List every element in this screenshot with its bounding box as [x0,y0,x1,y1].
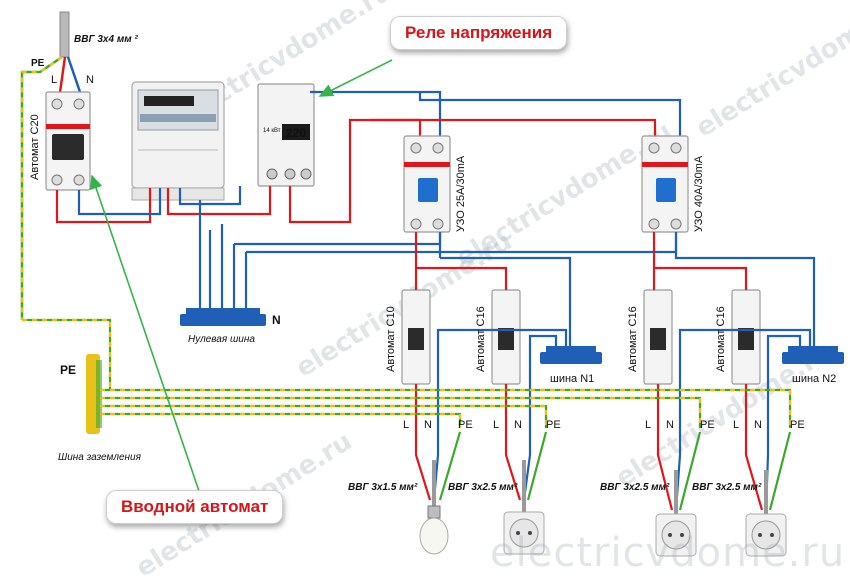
relay-arrow [318,59,393,97]
lamp-cable-label: ВВГ 3х1.5 мм² [348,482,418,493]
ground-bus-label: Шина заземления [58,452,142,463]
socket-3 [745,513,787,557]
socket2-cable-label: ВВГ 3х2.5 мм² [600,482,670,493]
group4-pe: PE [790,419,805,431]
neutral-bus-label: Нулевая шина [188,334,255,345]
l-letter: L [51,74,57,86]
group3-pe: PE [700,419,715,431]
bus-n2-label: шина N2 [792,373,836,385]
breaker-c16c-label: Автомат С16 [715,306,727,372]
upper-wiring [55,90,682,224]
breaker-c10-label: Автомат С10 [385,306,397,372]
group-wiring [414,232,816,511]
n-letter: N [86,74,94,86]
breaker-c16b [643,289,673,385]
light-bulb [419,505,449,555]
breaker-c16a [491,289,521,385]
rcd1-label: УЗО 25А/30mA [455,155,467,232]
group1-n: N [424,419,432,431]
voltage-relay: 220 14 кВт [257,83,315,187]
relay-display: 220 [286,126,306,140]
main-breaker-label: Автомат С20 [29,114,41,180]
relay-caption: 14 кВт [263,128,281,134]
breaker-c10 [401,289,431,385]
bus-n2 [782,346,844,364]
socket3-cable-label: ВВГ 3х2.5 мм² [692,482,762,493]
main-breaker-callout: Вводной автомат [106,490,284,524]
socket1-cable-label: ВВГ 3х2.5 мм² [448,482,518,493]
group3-l: L [645,419,651,431]
socket-2 [655,513,697,557]
bus-n1 [540,346,602,364]
breaker-c16a-label: Автомат С16 [475,306,487,372]
group2-pe: PE [546,419,561,431]
ground-bus [86,354,102,434]
group1-pe: PE [458,419,473,431]
ground-bus-letter: PE [60,363,76,377]
rcd-1 [403,135,451,233]
neutral-bus-letter: N [272,313,281,327]
group1-l: L [403,419,409,431]
group3-n: N [666,419,674,431]
main-breaker-arrow [90,174,201,495]
input-cable [20,11,82,320]
socket-1 [503,511,545,555]
cable-sheaths [432,460,768,514]
relay-callout: Реле напряжения [390,16,568,50]
main-breaker [45,91,91,191]
breaker-c16b-label: Автомат С16 [627,306,639,372]
bus-n1-label: шина N1 [550,373,594,385]
group2-l: L [493,419,499,431]
neutral-bus [180,308,266,326]
group2-n: N [514,419,522,431]
group4-l: L [733,419,739,431]
electricity-meter [131,81,225,201]
rcd-2 [641,135,689,233]
rcd2-label: УЗО 40А/30mA [693,155,705,232]
pe-letter: PE [31,58,45,69]
breaker-c16c [731,289,761,385]
input-cable-label: ВВГ 3х4 мм ² [74,34,138,45]
pe-wiring [22,318,792,511]
group4-n: N [754,419,762,431]
